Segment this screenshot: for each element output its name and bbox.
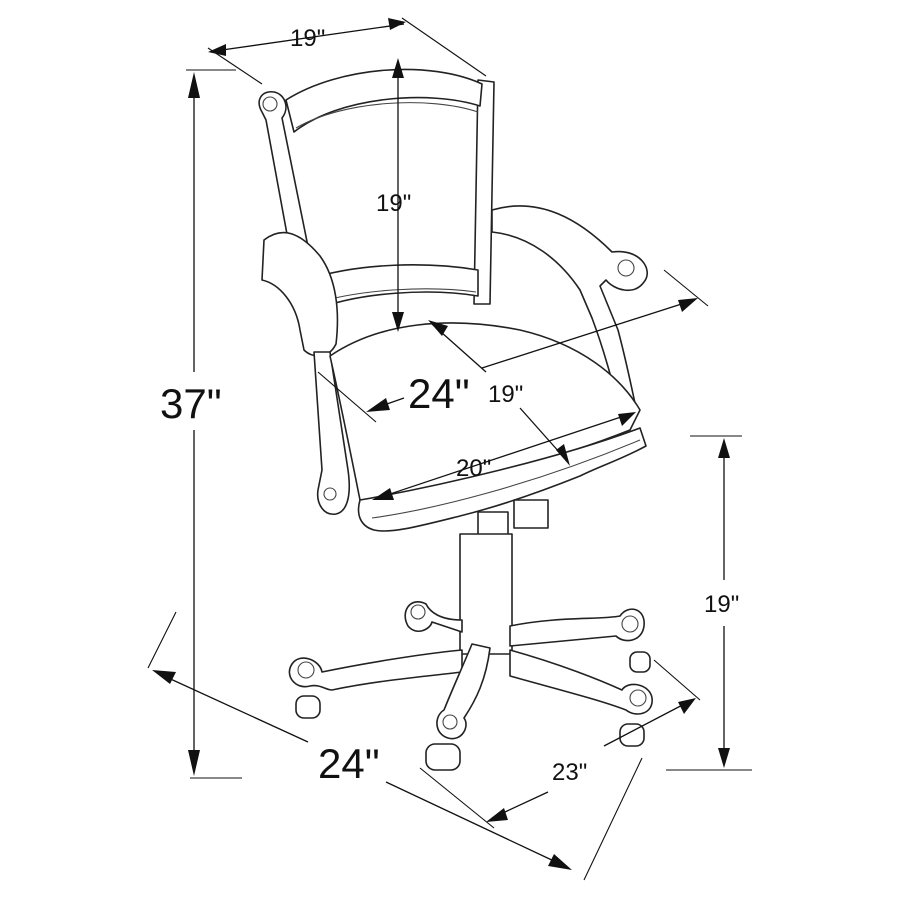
label-arm-depth: 24": [408, 370, 470, 417]
depth-dim-left: [163, 675, 309, 743]
base-front-scroll: [442, 714, 458, 730]
base-dim-upper: [603, 699, 693, 747]
base-ext-left: [419, 767, 495, 829]
back-left-scroll: [262, 96, 278, 112]
seat-apron: [357, 427, 647, 532]
seat-width-arrow-right: [618, 412, 636, 426]
dimension-labels: 19" 19" 37" 24" 19" 20" 19" 23" 24": [160, 25, 739, 787]
depth-arrow-left: [152, 670, 176, 684]
height-arrow-bottom: [188, 750, 200, 776]
seat-width-dim-line: [377, 413, 631, 499]
left-arm-scroll: [323, 487, 337, 501]
gas-cylinder: [459, 533, 513, 655]
dimension-lines: [147, 17, 752, 881]
top-rail-inner-line: [295, 102, 479, 129]
right-arm-scroll: [617, 259, 635, 277]
depth-ext-right: [583, 757, 643, 881]
back-right-post: [473, 79, 495, 305]
right-armrest: [491, 205, 649, 413]
back-lower-rail: [305, 264, 479, 311]
apron-inner-line: [371, 439, 641, 519]
depth-ext-left: [147, 611, 177, 669]
base-arrow-right: [678, 698, 696, 714]
label-seat-width: 20": [456, 455, 491, 482]
base-arm-back-right: [509, 608, 645, 647]
top-width-dim-line: [221, 23, 405, 51]
base-arm-back-left: [404, 601, 463, 633]
caster-right: [619, 723, 645, 747]
height-arrow-top: [188, 72, 200, 98]
back-height-arrow-top: [392, 58, 404, 78]
seat-top: [329, 322, 641, 501]
caster-left: [295, 695, 321, 719]
depth-dim-right: [385, 781, 557, 863]
base-left-scroll: [297, 661, 315, 679]
arm-depth-arrow-left: [366, 398, 390, 412]
caster-back-right: [629, 651, 651, 673]
base-ext-right: [653, 659, 701, 701]
left-armrest: [261, 231, 339, 357]
depth-arrow-right: [548, 854, 572, 870]
seat-height-arrow-top: [718, 438, 730, 458]
label-back-height: 19": [376, 190, 411, 217]
base-back-right-scroll: [621, 615, 639, 633]
seat-width-arrow-left: [372, 488, 394, 500]
seat-height-arrow-bottom: [718, 748, 730, 768]
base-back-left-scroll: [410, 604, 426, 620]
casters: [295, 651, 651, 771]
base-arm-right: [509, 649, 653, 715]
label-seat-depth: 19": [488, 381, 523, 408]
back-top-rail: [285, 68, 483, 133]
arm-depth-ext: [663, 269, 709, 307]
base-right-scroll: [629, 689, 647, 707]
label-overall-depth: 24": [318, 740, 380, 787]
back-height-arrow-bottom: [392, 312, 404, 332]
label-top-width: 19": [290, 25, 325, 52]
base-arm-left: [288, 649, 463, 691]
top-width-ext-right: [401, 17, 487, 77]
label-base-diameter: 23": [552, 759, 587, 786]
left-arm-support: [313, 351, 351, 515]
tilt-knob: [513, 499, 549, 529]
seat-depth-arrow-bottom: [556, 444, 570, 466]
label-overall-height: 37": [160, 380, 222, 427]
caster-front: [425, 743, 461, 771]
chair-drawing: [258, 68, 653, 771]
arm-depth-ext-left: [317, 371, 377, 423]
top-width-arrow-right: [388, 18, 406, 30]
arm-depth-dim-right: [481, 299, 695, 369]
seat-depth-arrow-top: [428, 320, 448, 336]
label-seat-height: 19": [704, 591, 739, 618]
top-width-arrow-left: [208, 44, 226, 56]
arm-depth-arrow-right: [678, 298, 698, 312]
base-arrow-left: [486, 808, 508, 822]
